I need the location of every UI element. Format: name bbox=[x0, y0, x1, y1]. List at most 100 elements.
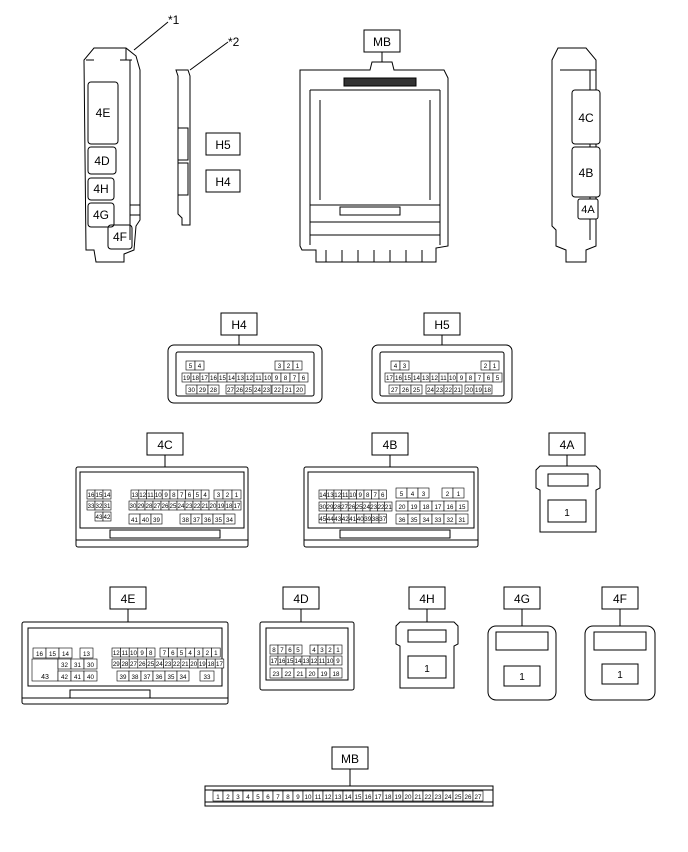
connector-4b-title: 4B bbox=[383, 438, 398, 452]
mb-pin-label: 7 bbox=[276, 794, 280, 801]
h4-pin-cell bbox=[292, 360, 303, 371]
overview-label-4a: 4A bbox=[581, 204, 595, 216]
h5-pin-label: 14 bbox=[413, 375, 420, 382]
4e-pin-cell bbox=[199, 670, 215, 682]
h4-pin-label: 17 bbox=[201, 375, 208, 382]
h5-pin-label: 15 bbox=[404, 375, 411, 382]
4e-pin-label: 37 bbox=[144, 674, 151, 681]
mb-pin-label: 19 bbox=[395, 794, 402, 801]
h4-pin-label: 24 bbox=[254, 387, 261, 394]
4e-pin-label: 35 bbox=[168, 674, 175, 681]
4e-pin-label: 22 bbox=[173, 661, 180, 668]
4c-pin-label: 28 bbox=[146, 503, 153, 510]
4c-pin-label: 14 bbox=[104, 492, 111, 499]
4d-pin-label: 7 bbox=[280, 647, 284, 654]
4e-pin-label: 26 bbox=[139, 661, 146, 668]
4e-pin-label: 31 bbox=[74, 662, 81, 669]
overview-left-block: 4E 4D 4H 4G 4F *1 bbox=[83, 13, 180, 263]
4c-pin-label: 2 bbox=[226, 492, 230, 499]
4b-pin-label: 7 bbox=[374, 492, 378, 499]
mb-pin-label: 8 bbox=[286, 794, 290, 801]
4e-pin-cell bbox=[83, 670, 98, 682]
h5-pin-label: 12 bbox=[431, 375, 438, 382]
h5-pin-cell bbox=[410, 384, 423, 395]
4d-pin-label: 6 bbox=[288, 647, 292, 654]
connector-4g-pin: 1 bbox=[519, 672, 525, 683]
4e-pin-label: 36 bbox=[156, 674, 163, 681]
overview-label-h5: H5 bbox=[215, 138, 231, 152]
h4-pin-cell bbox=[298, 372, 309, 383]
4e-pin-label: 38 bbox=[132, 674, 139, 681]
4b-pin-label: 11 bbox=[342, 492, 349, 499]
4c-pin-label: 12 bbox=[139, 492, 146, 499]
h4-pin-label: 22 bbox=[274, 387, 281, 394]
mb-pin-cell bbox=[472, 790, 484, 802]
connector-4g-title: 4G bbox=[514, 592, 530, 606]
h5-pin-label: 22 bbox=[445, 387, 452, 394]
4c-pin-label: 4 bbox=[203, 492, 207, 499]
4c-pin-cell bbox=[200, 489, 210, 500]
4e-pin-label: 34 bbox=[180, 674, 187, 681]
4b-pin-label: 35 bbox=[411, 517, 418, 524]
mb-pin-label: 1 bbox=[216, 794, 220, 801]
connector-mb-title: MB bbox=[341, 752, 359, 766]
4b-pin-cell bbox=[455, 500, 469, 512]
overview-label-4g: 4G bbox=[93, 208, 109, 222]
h5-pin-cell bbox=[489, 360, 500, 371]
4c-pin-label: 32 bbox=[96, 503, 103, 510]
4d-pin-label: 3 bbox=[320, 647, 324, 654]
4c-pin-label: 8 bbox=[172, 492, 176, 499]
4d-pin-cell bbox=[333, 644, 343, 655]
4d-pin-label: 20 bbox=[309, 671, 316, 678]
h4-pin-cell bbox=[261, 384, 272, 395]
h5-pin-label: 18 bbox=[484, 387, 491, 394]
h5-pin-label: 10 bbox=[449, 375, 456, 382]
4e-pin-label: 43 bbox=[41, 674, 49, 681]
4c-pin-label: 34 bbox=[226, 517, 233, 524]
4c-pin-label: 33 bbox=[88, 503, 95, 510]
4b-pin-label: 30 bbox=[319, 504, 326, 511]
4d-pin-cell bbox=[329, 667, 343, 679]
4b-pin-label: 6 bbox=[381, 492, 385, 499]
4d-pin-label: 4 bbox=[312, 647, 316, 654]
4c-pin-label: 23 bbox=[186, 503, 193, 510]
h4-pin-label: 21 bbox=[285, 387, 292, 394]
4e-pin-label: 5 bbox=[180, 650, 184, 657]
mb-pin-label: 11 bbox=[315, 794, 322, 801]
h4-pin-label: 10 bbox=[264, 375, 271, 382]
h5-pin-label: 21 bbox=[454, 387, 461, 394]
4b-pin-label: 19 bbox=[411, 504, 418, 511]
4d-pin-label: 15 bbox=[287, 658, 294, 665]
4b-pin-label: 2 bbox=[446, 491, 450, 498]
4e-pin-cell bbox=[58, 647, 73, 659]
4c-pin-label: 29 bbox=[138, 503, 145, 510]
h4-pin-label: 1 bbox=[296, 363, 300, 370]
h4-pin-cell bbox=[194, 360, 205, 371]
4c-pin-label: 40 bbox=[142, 517, 149, 524]
4b-pin-label: 41 bbox=[349, 516, 356, 523]
4b-pin-label: 33 bbox=[435, 517, 442, 524]
mb-pin-label: 20 bbox=[405, 794, 412, 801]
4e-pin-label: 3 bbox=[197, 650, 201, 657]
4c-pin-cell bbox=[223, 513, 236, 525]
mb-pin-label: 18 bbox=[385, 794, 392, 801]
4e-pin-label: 2 bbox=[206, 650, 210, 657]
4c-pin-label: 38 bbox=[182, 517, 189, 524]
4e-pin-label: 29 bbox=[113, 661, 120, 668]
h4-pin-label: 27 bbox=[227, 387, 234, 394]
4b-pin-cell bbox=[378, 489, 387, 500]
4e-pin-label: 14 bbox=[62, 651, 69, 658]
4c-pin-label: 41 bbox=[131, 517, 138, 524]
h4-pin-label: 19 bbox=[183, 375, 190, 382]
4d-pin-label: 23 bbox=[273, 671, 280, 678]
4b-pin-label: 16 bbox=[447, 504, 454, 511]
mb-pin-label: 6 bbox=[266, 794, 270, 801]
connector-4f-title: 4F bbox=[613, 592, 627, 606]
4c-pin-label: 43 bbox=[96, 514, 103, 521]
4d-pin-label: 9 bbox=[336, 658, 340, 665]
